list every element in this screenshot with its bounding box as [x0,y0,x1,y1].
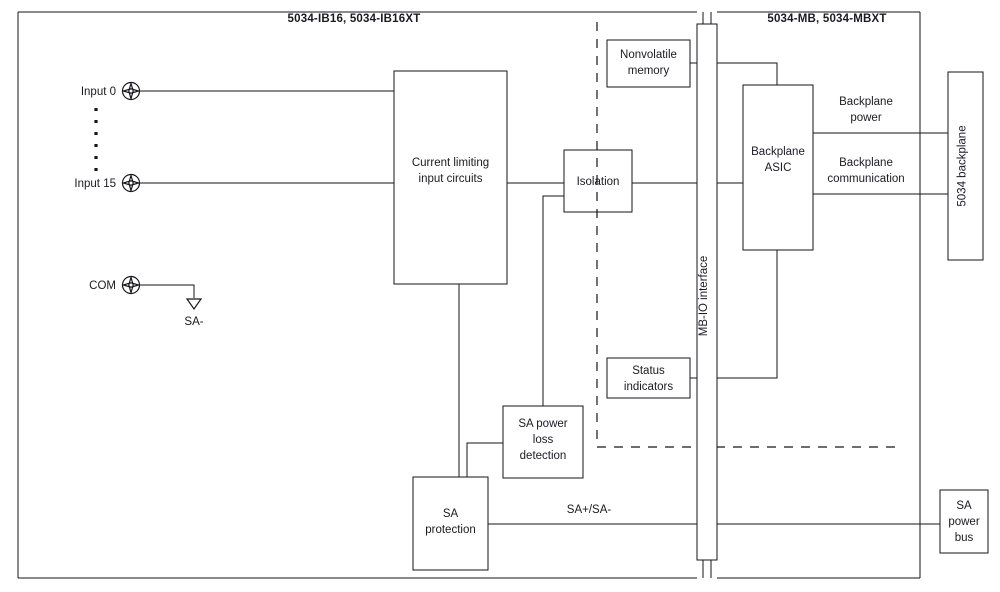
block-backplane-asic[interactable]: Backplane ASIC [742,84,814,251]
block-label-sa-power-loss-line3: detection [520,450,567,462]
block-sa-protection[interactable]: SA protection [412,476,489,571]
wire-sa-power-loss-to-sa-protection [466,442,503,477]
screw-terminal-icon-horz [121,282,141,288]
wire-isolation-to-sa-power-loss [542,195,564,406]
block-label-sa-power-bus-line2: power [948,516,979,528]
wire-label-backplane-communication-line2: communication [827,173,904,185]
block-label-sa-power-loss-line1: SA power [518,418,567,430]
block-nonvolatile-memory[interactable]: Nonvolatile memory [606,39,691,88]
block-label-status-indicators-line1: Status [632,365,665,377]
ground-arrow-icon [185,298,203,311]
wire-mb-io-to-asic-bottom [717,250,778,379]
block-label-current-limiting-line1: Current limiting [412,157,489,169]
block-label-sa-protection-line1: SA [443,508,459,520]
screw-terminal-icon-horz [121,180,141,186]
block-5034-backplane[interactable]: 5034 backplane [947,71,984,261]
wire-label-sa-bus: SA+/SA- [567,504,612,516]
wire-label-backplane-communication-line1: Backplane [839,157,893,169]
title-left-module: 5034-IB16, 5034-IB16XT [288,13,421,25]
sa-minus-label: SA- [184,316,203,328]
wire-com [140,284,195,298]
block-label-nonvolatile-memory-line1: Nonvolatile [620,49,677,61]
block-sa-power-loss-detection[interactable]: SA power loss detection [502,405,584,479]
block-label-sa-power-bus-line3: bus [955,532,974,544]
block-mb-io-interface[interactable]: MB-IO interface [696,12,718,578]
screw-terminal-icon-vert [128,275,134,295]
sa-minus-reference: SA- [184,298,204,328]
terminal-input-0[interactable]: Input 0 [81,81,394,101]
terminal-label-com: COM [89,280,116,292]
terminal-com[interactable]: COM [89,275,195,299]
block-label-sa-power-loss-line2: loss [533,434,554,446]
wire-label-backplane-power-line1: Backplane [839,96,893,108]
terminal-label-input-0: Input 0 [81,86,116,98]
block-label-mb-io-interface: MB-IO interface [698,256,710,337]
block-label-nonvolatile-memory-line2: memory [628,65,670,77]
block-label-backplane-asic-line1: Backplane [751,146,805,158]
screw-terminal-icon-vert [128,81,134,101]
block-isolation[interactable]: Isolation [563,149,633,213]
block-label-sa-protection-line2: protection [425,524,476,536]
wire-label-backplane-power-line2: power [850,112,881,124]
isolation-boundary-dashed [596,22,900,448]
title-right-module: 5034-MB, 5034-MBXT [767,13,886,25]
block-sa-power-bus[interactable]: SA power bus [939,489,989,554]
block-label-5034-backplane: 5034 backplane [957,125,969,206]
terminal-input-15[interactable]: Input 15 [74,173,394,193]
block-label-isolation: Isolation [577,176,620,188]
block-label-sa-power-bus-line1: SA [956,500,972,512]
block-label-backplane-asic-line2: ASIC [765,162,792,174]
wire-mb-io-to-asic-top [717,62,778,85]
block-current-limiting-input-circuits[interactable]: Current limiting input circuits [393,70,508,285]
terminal-label-input-15: Input 15 [74,178,116,190]
block-status-indicators[interactable]: Status indicators [606,357,691,399]
block-label-current-limiting-line2: input circuits [419,173,483,185]
screw-terminal-icon-horz [121,88,141,94]
block-label-status-indicators-line2: indicators [624,381,673,393]
screw-terminal-icon-vert [128,173,134,193]
module-outer-frame [17,11,921,579]
